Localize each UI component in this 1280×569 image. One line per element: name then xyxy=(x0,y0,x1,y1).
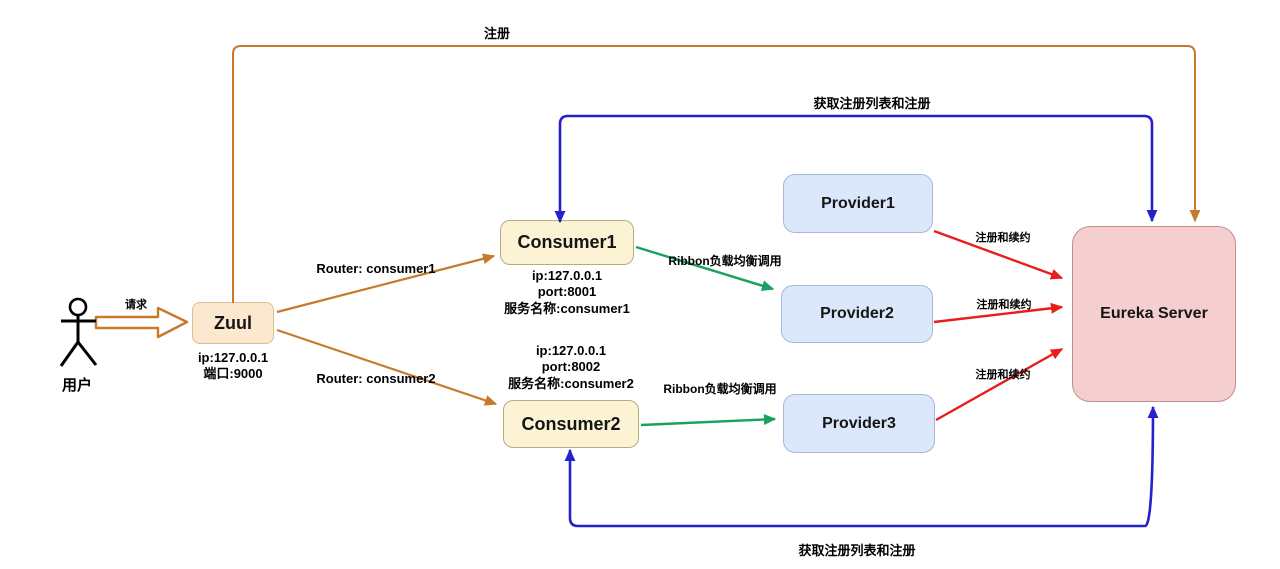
consumer2-details: ip:127.0.0.1 port:8002 服务名称:consumer2 xyxy=(508,343,634,391)
node-consumer2-label: Consumer2 xyxy=(521,413,621,434)
edge-label-fetch-bottom: 获取注册列表和注册 xyxy=(798,543,916,558)
node-provider1-label: Provider1 xyxy=(821,194,895,212)
user-icon xyxy=(59,297,98,367)
node-consumer1-label: Consumer1 xyxy=(517,232,617,252)
edge-label-renew1: 注册和续约 xyxy=(975,232,1031,244)
node-provider2[interactable]: Provider2 xyxy=(781,285,933,343)
node-provider3[interactable]: Provider3 xyxy=(783,394,935,453)
node-provider2-label: Provider2 xyxy=(820,305,894,322)
node-eureka-server[interactable]: Eureka Server xyxy=(1072,226,1236,402)
edge-label-ribbon1: Ribbon负载均衡调用 xyxy=(668,254,782,268)
edge-provider3-eureka xyxy=(935,347,1064,422)
edge-label-request: 请求 xyxy=(125,299,147,311)
consumer1-details: ip:127.0.0.1 port:8001 服务名称:consumer1 xyxy=(504,268,630,316)
edge-label-renew2: 注册和续约 xyxy=(976,299,1032,311)
edge-consumer2-provider3 xyxy=(640,414,777,427)
edge-label-fetch-top: 获取注册列表和注册 xyxy=(813,96,931,111)
node-consumer2[interactable]: Consumer2 xyxy=(503,400,639,448)
node-eureka-server-label: Eureka Server xyxy=(1100,305,1208,322)
node-provider1[interactable]: Provider1 xyxy=(783,174,933,233)
edge-label-router1: Router: consumer1 xyxy=(316,261,436,276)
node-zuul-label: Zuul xyxy=(214,312,252,333)
edge-label-register: 注册 xyxy=(483,26,511,41)
zuul-details: ip:127.0.0.1 端口:9000 xyxy=(197,350,269,382)
actor-user-label: 用户 xyxy=(61,377,93,394)
node-zuul[interactable]: Zuul xyxy=(192,302,274,344)
node-provider3-label: Provider3 xyxy=(822,414,896,432)
request-block-arrow xyxy=(94,306,189,339)
edge-label-renew3: 注册和续约 xyxy=(975,369,1031,381)
edge-label-ribbon2: Ribbon负载均衡调用 xyxy=(663,382,777,396)
edge-label-router2: Router: consumer2 xyxy=(316,371,436,386)
edge-zuul-consumer2 xyxy=(276,328,498,406)
node-consumer1[interactable]: Consumer1 xyxy=(500,220,634,265)
